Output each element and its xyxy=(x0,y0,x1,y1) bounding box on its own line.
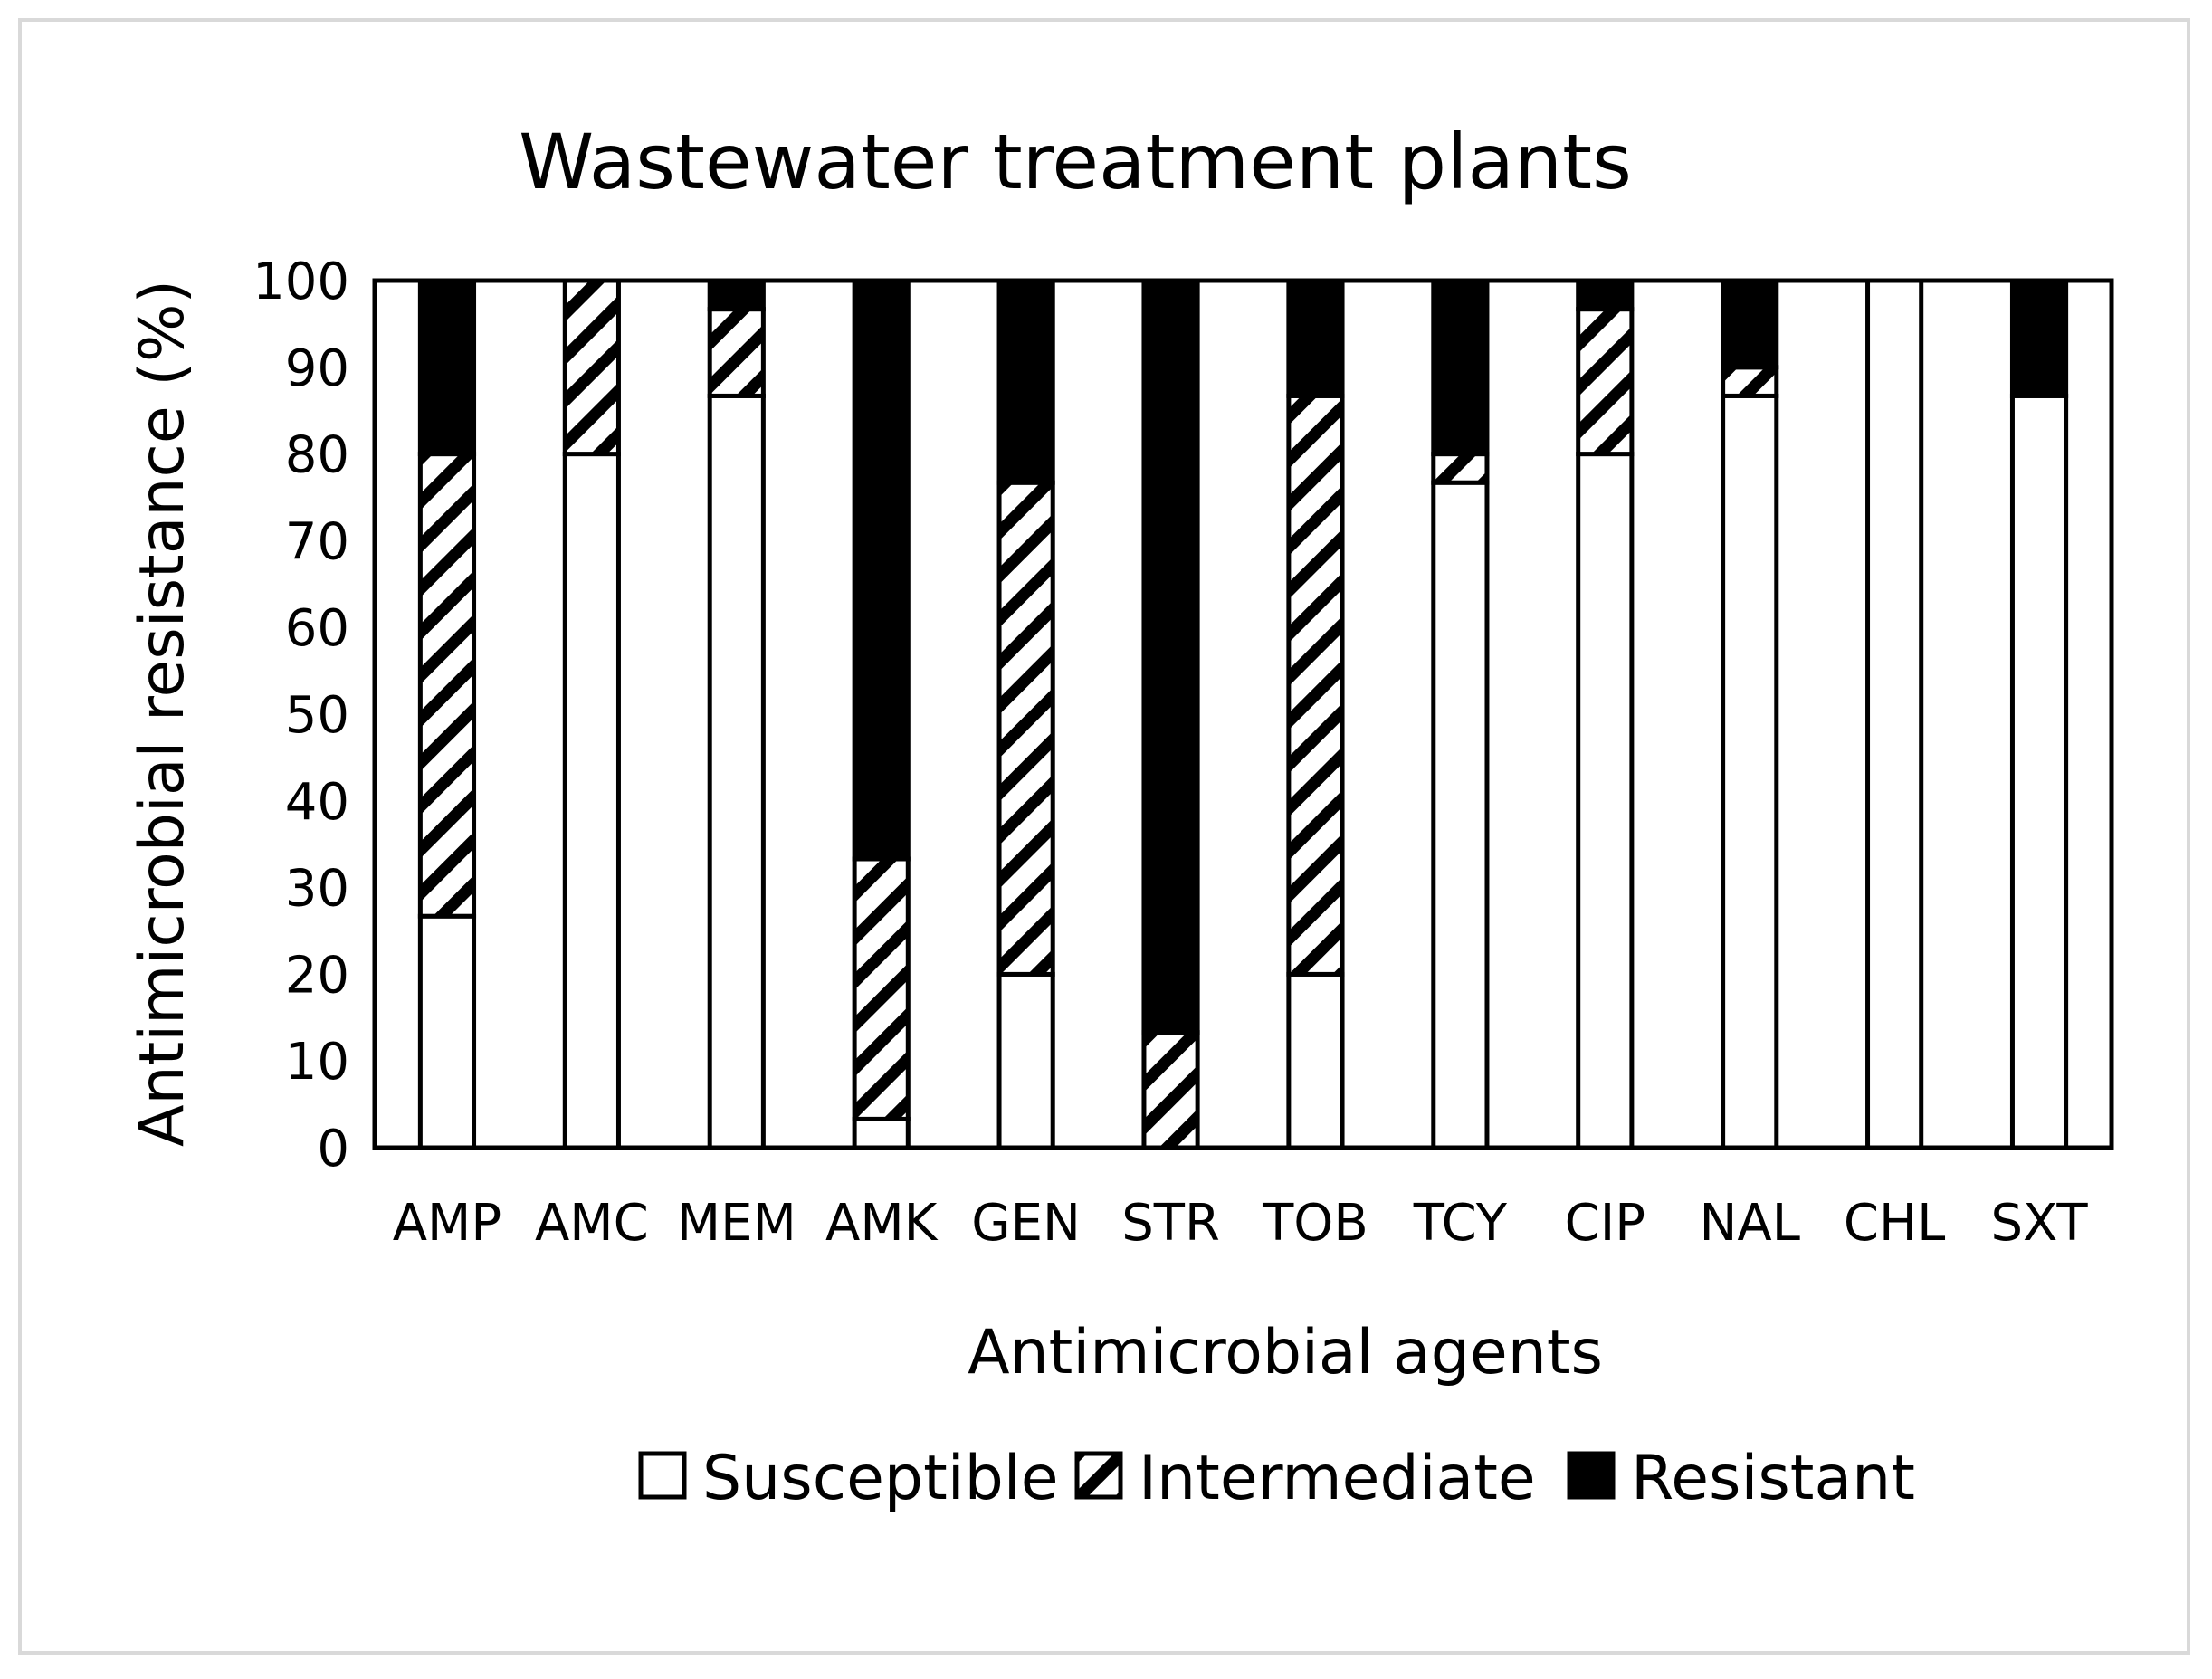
bar-gen-susceptible xyxy=(996,971,1055,1150)
bar-tob-intermediate xyxy=(1286,393,1345,977)
y-tick-label: 80 xyxy=(285,426,349,485)
bar-amc-intermediate xyxy=(562,278,621,457)
bar-amk-intermediate xyxy=(852,856,911,1121)
plot-area xyxy=(372,278,2114,1150)
bar-tob-susceptible xyxy=(1286,971,1345,1150)
x-tick-label-tob: TOB xyxy=(1262,1194,1368,1253)
chart-title: Wastewater treatment plants xyxy=(519,118,1632,206)
x-tick-label-chl: CHL xyxy=(1844,1194,1945,1253)
bar-amc-susceptible xyxy=(562,452,621,1150)
bar-str-intermediate xyxy=(1141,1030,1200,1150)
bar-gen-intermediate xyxy=(996,480,1055,977)
legend-swatch-resistant xyxy=(1567,1451,1616,1500)
y-axis-title: Antimicrobial resistance (%) xyxy=(127,280,198,1147)
bar-amp-resistant xyxy=(417,278,477,457)
y-tick-label: 100 xyxy=(253,253,349,311)
x-tick-label-amc: AMC xyxy=(535,1194,649,1253)
y-tick-label: 60 xyxy=(285,599,349,658)
bar-tcy-intermediate xyxy=(1431,452,1490,485)
y-tick-label: 30 xyxy=(285,860,349,919)
legend-label-susceptible: Susceptible xyxy=(702,1443,1059,1514)
y-tick-label: 90 xyxy=(285,339,349,398)
bar-amk-susceptible xyxy=(852,1116,911,1150)
y-tick-labels: 0 10 20 30 40 50 60 70 80 90 100 xyxy=(253,253,349,1178)
bar-nal-intermediate xyxy=(1721,365,1779,398)
bar-mem-intermediate xyxy=(707,307,766,398)
bar-mem-susceptible xyxy=(707,393,766,1150)
legend: Susceptible Intermediate Resistant xyxy=(638,1443,1915,1514)
bar-amp-intermediate xyxy=(417,452,477,919)
y-tick-label: 50 xyxy=(285,686,349,745)
y-tick-label: 20 xyxy=(285,946,349,1005)
legend-swatch-intermediate xyxy=(1074,1451,1123,1500)
x-tick-label-amp: AMP xyxy=(393,1194,501,1253)
x-tick-label-tcy: TCY xyxy=(1413,1194,1508,1253)
x-tick-label-sxt: SXT xyxy=(1990,1194,2088,1253)
bar-cip-susceptible xyxy=(1576,452,1635,1150)
bar-nal-resistant xyxy=(1721,278,1779,370)
x-tick-labels: AMP AMC MEM AMK GEN STR TOB TCY CIP NAL CHL SXT xyxy=(393,1194,2089,1253)
bar-amp-susceptible xyxy=(417,913,477,1150)
bar-tob-resistant xyxy=(1286,278,1345,398)
bar-cip-intermediate xyxy=(1576,307,1635,457)
y-tick-label: 10 xyxy=(285,1033,349,1092)
y-tick-label: 0 xyxy=(317,1120,349,1178)
bar-amk-resistant xyxy=(852,278,911,862)
plot-background xyxy=(375,281,2112,1148)
x-tick-label-str: STR xyxy=(1121,1194,1220,1253)
plot-border xyxy=(372,278,2114,1150)
x-tick-label-gen: GEN xyxy=(971,1194,1081,1253)
bar-sxt-resistant xyxy=(2009,278,2069,398)
x-tick-label-mem: MEM xyxy=(677,1194,796,1253)
bar-mem-resistant xyxy=(707,278,766,312)
bar-tcy-susceptible xyxy=(1431,480,1490,1150)
y-tick-label: 40 xyxy=(285,773,349,832)
y-tick-label: 70 xyxy=(285,512,349,571)
legend-swatch-susceptible xyxy=(638,1451,687,1500)
legend-label-intermediate: Intermediate xyxy=(1139,1443,1536,1514)
bar-chl-susceptible xyxy=(1865,278,1924,1150)
bar-gen-resistant xyxy=(996,278,1055,485)
x-axis-title: Antimicrobial agents xyxy=(968,1317,1603,1388)
x-tick-label-nal: NAL xyxy=(1700,1194,1800,1253)
x-tick-label-cip: CIP xyxy=(1565,1194,1645,1253)
bar-nal-susceptible xyxy=(1721,393,1779,1150)
bar-tcy-resistant xyxy=(1431,278,1490,457)
legend-label-resistant: Resistant xyxy=(1631,1443,1915,1514)
bar-cip-resistant xyxy=(1576,278,1635,312)
bar-str-resistant xyxy=(1141,278,1200,1035)
bar-sxt-susceptible xyxy=(2009,393,2069,1150)
x-tick-label-amk: AMK xyxy=(825,1194,939,1253)
